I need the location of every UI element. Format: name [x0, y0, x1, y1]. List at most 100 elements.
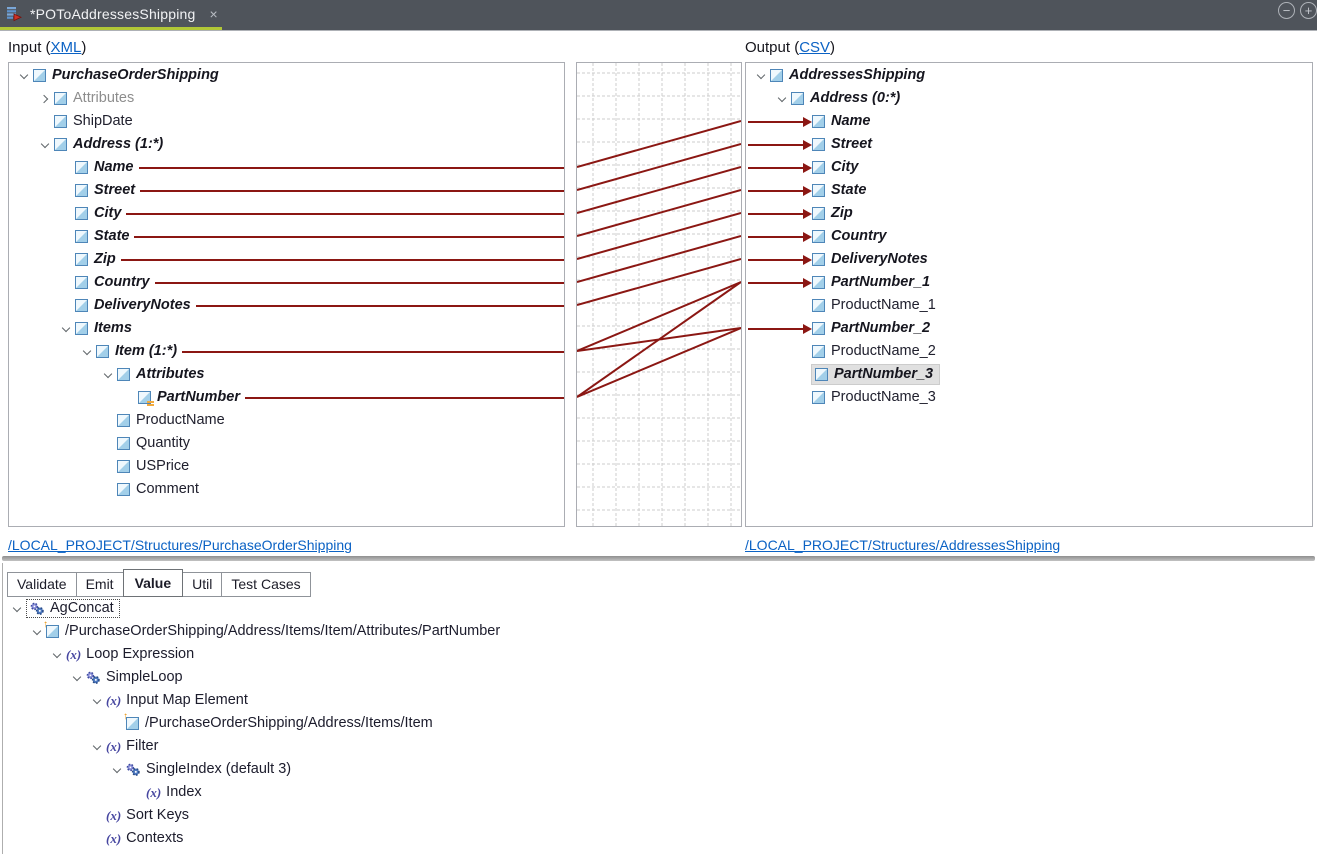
- horizontal-splitter[interactable]: [2, 556, 1315, 561]
- input-tree-item[interactable]: ShipDate: [9, 110, 564, 133]
- input-structure-link[interactable]: /LOCAL_PROJECT/Structures/PurchaseOrderS…: [8, 537, 352, 553]
- chevron-down-icon[interactable]: [15, 70, 33, 79]
- input-tree-item[interactable]: Comment: [9, 478, 564, 501]
- input-tree-item[interactable]: Name: [9, 156, 564, 179]
- input-tree-item[interactable]: Attributes: [9, 87, 564, 110]
- value-tree-item[interactable]: (x)Loop Expression: [0, 643, 1317, 666]
- value-tree-item[interactable]: SingleIndex (default 3): [0, 758, 1317, 781]
- tree-item-label: SingleIndex (default 3): [146, 761, 292, 778]
- chevron-down-icon[interactable]: [36, 139, 54, 148]
- mapping-line: [120, 258, 564, 261]
- input-tree-item[interactable]: USPrice: [9, 455, 564, 478]
- node-icon: [812, 345, 825, 358]
- chevron-down-icon[interactable]: [108, 764, 126, 773]
- node-icon: [812, 322, 825, 335]
- value-tree-item[interactable]: (x)Contexts: [0, 827, 1317, 850]
- close-icon[interactable]: ×: [209, 5, 218, 22]
- output-tree-item[interactable]: ProductName_3: [746, 386, 1312, 409]
- output-tree-item[interactable]: PartNumber_2: [746, 317, 1312, 340]
- output-tree-item[interactable]: Zip: [746, 202, 1312, 225]
- output-tree-item[interactable]: Country: [746, 225, 1312, 248]
- output-format-link[interactable]: CSV: [799, 39, 831, 56]
- input-format-link[interactable]: XML: [50, 39, 82, 56]
- output-tree-item[interactable]: ProductName_1: [746, 294, 1312, 317]
- tree-item-label: Attributes: [136, 366, 205, 383]
- output-tree-item[interactable]: PartNumber_1: [746, 271, 1312, 294]
- chevron-down-icon[interactable]: [28, 626, 46, 635]
- mapping-line: [140, 189, 564, 192]
- tree-item-label: USPrice: [136, 458, 190, 475]
- chevron-down-icon[interactable]: [48, 649, 66, 658]
- value-tree-item[interactable]: (x)Input Map Element: [0, 689, 1317, 712]
- tab-value[interactable]: Value: [122, 569, 184, 597]
- input-tree-item[interactable]: Item (1:*): [9, 340, 564, 363]
- node-icon: [812, 391, 825, 404]
- input-tree-item[interactable]: ProductName: [9, 409, 564, 432]
- zoom-out-button[interactable]: −: [1278, 2, 1295, 19]
- output-tree-item[interactable]: State: [746, 179, 1312, 202]
- tab-test-cases[interactable]: Test Cases: [221, 572, 311, 597]
- output-tree-item[interactable]: Address (0:*): [746, 87, 1312, 110]
- value-tree-item[interactable]: (x)Filter: [0, 735, 1317, 758]
- node-icon: [117, 437, 130, 450]
- node-icon: [33, 69, 46, 82]
- tree-item-label: Name: [94, 159, 134, 176]
- output-tree-item[interactable]: Name: [746, 110, 1312, 133]
- chevron-down-icon[interactable]: [88, 695, 106, 704]
- input-tree-item[interactable]: Street: [9, 179, 564, 202]
- value-tree-item[interactable]: /PurchaseOrderShipping/Address/Items/Ite…: [0, 619, 1317, 643]
- input-tree-item[interactable]: Attributes: [9, 363, 564, 386]
- value-tree-item[interactable]: /PurchaseOrderShipping/Address/Items/Ite…: [0, 711, 1317, 735]
- input-tree-item[interactable]: Zip: [9, 248, 564, 271]
- document-tab[interactable]: *POToAddressesShipping ×: [0, 0, 218, 27]
- chevron-down-icon[interactable]: [68, 672, 86, 681]
- output-tree-item[interactable]: PartNumber_3: [746, 363, 1312, 386]
- tab-validate[interactable]: Validate: [7, 572, 77, 597]
- input-tree-item[interactable]: Items: [9, 317, 564, 340]
- tree-item-label: ProductName_2: [831, 343, 936, 360]
- tab-util[interactable]: Util: [182, 572, 223, 597]
- node-icon: [54, 92, 67, 105]
- chevron-down-icon[interactable]: [78, 346, 96, 355]
- output-tree-item[interactable]: Street: [746, 133, 1312, 156]
- value-tree-item[interactable]: SimpleLoop: [0, 666, 1317, 689]
- tree-item-label: PurchaseOrderShipping: [52, 67, 219, 84]
- tree-item-label: Items: [94, 320, 132, 337]
- chevron-down-icon[interactable]: [57, 323, 75, 332]
- chevron-down-icon[interactable]: [773, 93, 791, 102]
- gears-icon: [86, 671, 101, 685]
- output-structure-link[interactable]: /LOCAL_PROJECT/Structures/AddressesShipp…: [745, 537, 1061, 553]
- chevron-down-icon[interactable]: [88, 741, 106, 750]
- node-icon: [75, 161, 88, 174]
- value-tree-item[interactable]: (x)Index: [0, 781, 1317, 804]
- chevron-right-icon[interactable]: [36, 94, 54, 103]
- input-tree-item[interactable]: Country: [9, 271, 564, 294]
- chevron-down-icon[interactable]: [752, 70, 770, 79]
- tree-item-label: ProductName_3: [831, 389, 936, 406]
- node-icon: [812, 207, 825, 220]
- tree-item-label: ProductName: [136, 412, 225, 429]
- output-tree-item[interactable]: City: [746, 156, 1312, 179]
- input-tree-item[interactable]: PartNumber: [9, 386, 564, 409]
- input-tree-item[interactable]: Address (1:*): [9, 133, 564, 156]
- output-tree-item[interactable]: AddressesShipping: [746, 64, 1312, 87]
- tree-item-label: Country: [831, 228, 887, 245]
- input-tree-item[interactable]: DeliveryNotes: [9, 294, 564, 317]
- node-icon: [117, 414, 130, 427]
- input-tree-item[interactable]: City: [9, 202, 564, 225]
- zoom-in-button[interactable]: +: [1300, 2, 1317, 19]
- output-tree-item[interactable]: ProductName_2: [746, 340, 1312, 363]
- output-tree-item[interactable]: DeliveryNotes: [746, 248, 1312, 271]
- input-tree-item[interactable]: Quantity: [9, 432, 564, 455]
- node-icon: [791, 92, 804, 105]
- input-tree-item[interactable]: PurchaseOrderShipping: [9, 64, 564, 87]
- input-tree-item[interactable]: State: [9, 225, 564, 248]
- map-path-icon: [123, 711, 139, 730]
- tab-emit[interactable]: Emit: [75, 572, 124, 597]
- value-tree-item[interactable]: AgConcat: [0, 597, 1317, 620]
- chevron-down-icon[interactable]: [99, 369, 117, 378]
- tree-item-label: Quantity: [136, 435, 190, 452]
- chevron-down-icon[interactable]: [8, 603, 26, 612]
- value-tree-item[interactable]: (x)Sort Keys: [0, 804, 1317, 827]
